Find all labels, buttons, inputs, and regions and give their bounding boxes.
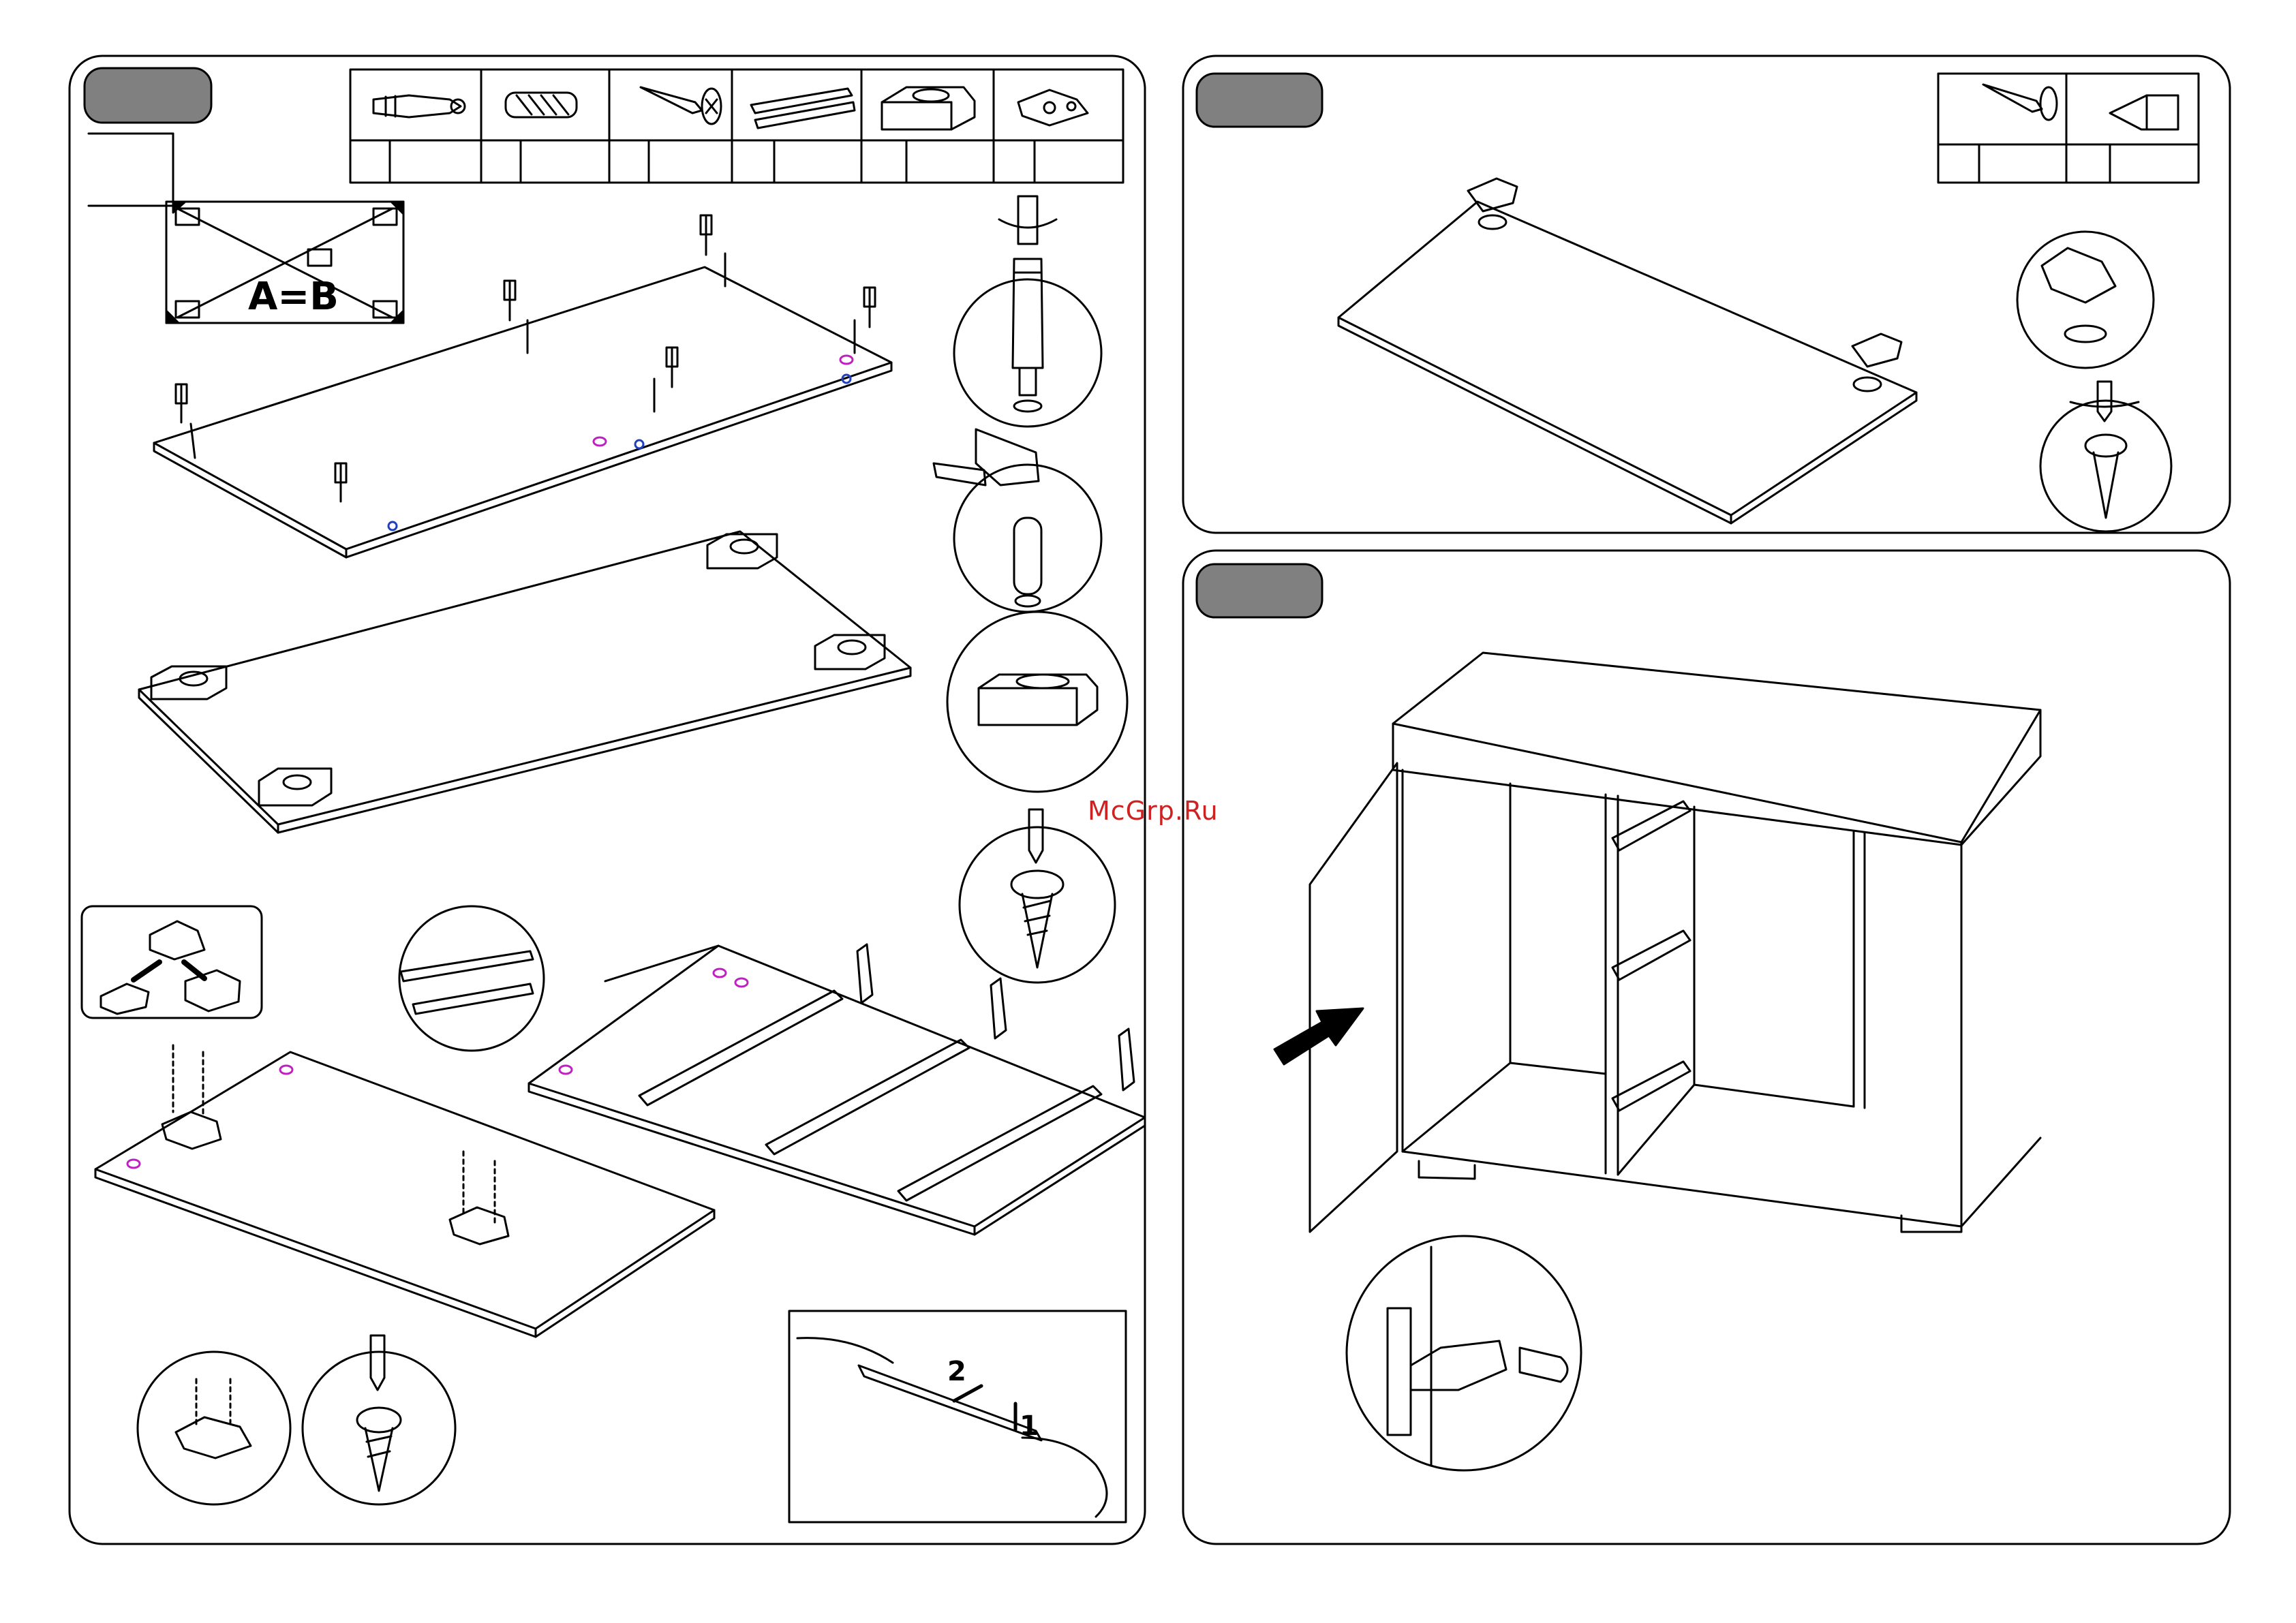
detail-screw-2 <box>303 1335 455 1504</box>
diagonal-check-label: A=B <box>248 275 339 319</box>
detail-hinge-plate <box>138 1352 290 1504</box>
board-with-cam-bolts <box>154 215 891 557</box>
parts-table-right <box>1938 74 2199 183</box>
wood-screw-icon <box>1983 84 2057 120</box>
detail-runner <box>399 906 544 1051</box>
bottom-right-step-badge <box>1197 564 1322 617</box>
hinge-assembly-inset <box>82 906 262 1018</box>
detail-dowel-hammer <box>934 429 1101 612</box>
top-right-step-badge <box>1197 74 1322 127</box>
detail-cam-bolt-screwdriver <box>954 196 1101 427</box>
top-right-step-panel <box>1183 56 2230 533</box>
furniture-foot-icon <box>882 87 975 129</box>
bottom-right-step-panel <box>1183 551 2230 1544</box>
detail-foot <box>947 612 1127 792</box>
detail-door-hinge-adjust <box>1347 1236 1581 1470</box>
door-panel-with-hinges <box>95 1045 714 1337</box>
cabinet-assembled <box>1274 653 2040 1232</box>
wooden-dowel-icon <box>506 93 577 117</box>
diagonal-check-diagram <box>89 134 403 323</box>
hinge-icon <box>2110 95 2178 129</box>
door-board-with-hinges <box>1338 179 1916 523</box>
arrow-step-2-label: 2 <box>947 1356 966 1387</box>
drawer-runner-icon <box>751 89 855 128</box>
hinge-plate-icon <box>1018 90 1088 125</box>
parts-table-left <box>350 69 1123 183</box>
detail-screw <box>960 809 1115 983</box>
watermark: McGrp.Ru <box>1088 796 1238 831</box>
side-panel-with-runners <box>529 944 1145 1235</box>
board-with-feet <box>139 531 910 833</box>
detail-screw-3 <box>2040 382 2171 531</box>
runner-removal-inset <box>789 1311 1126 1522</box>
cam-bolt-icon <box>373 95 465 117</box>
arrow-step-1-label: 1 <box>1020 1410 1039 1442</box>
left-step-panel <box>70 56 1145 1544</box>
left-step-badge <box>85 68 211 123</box>
detail-hinge-insert <box>2017 232 2154 368</box>
wood-screw-icon <box>641 87 721 124</box>
